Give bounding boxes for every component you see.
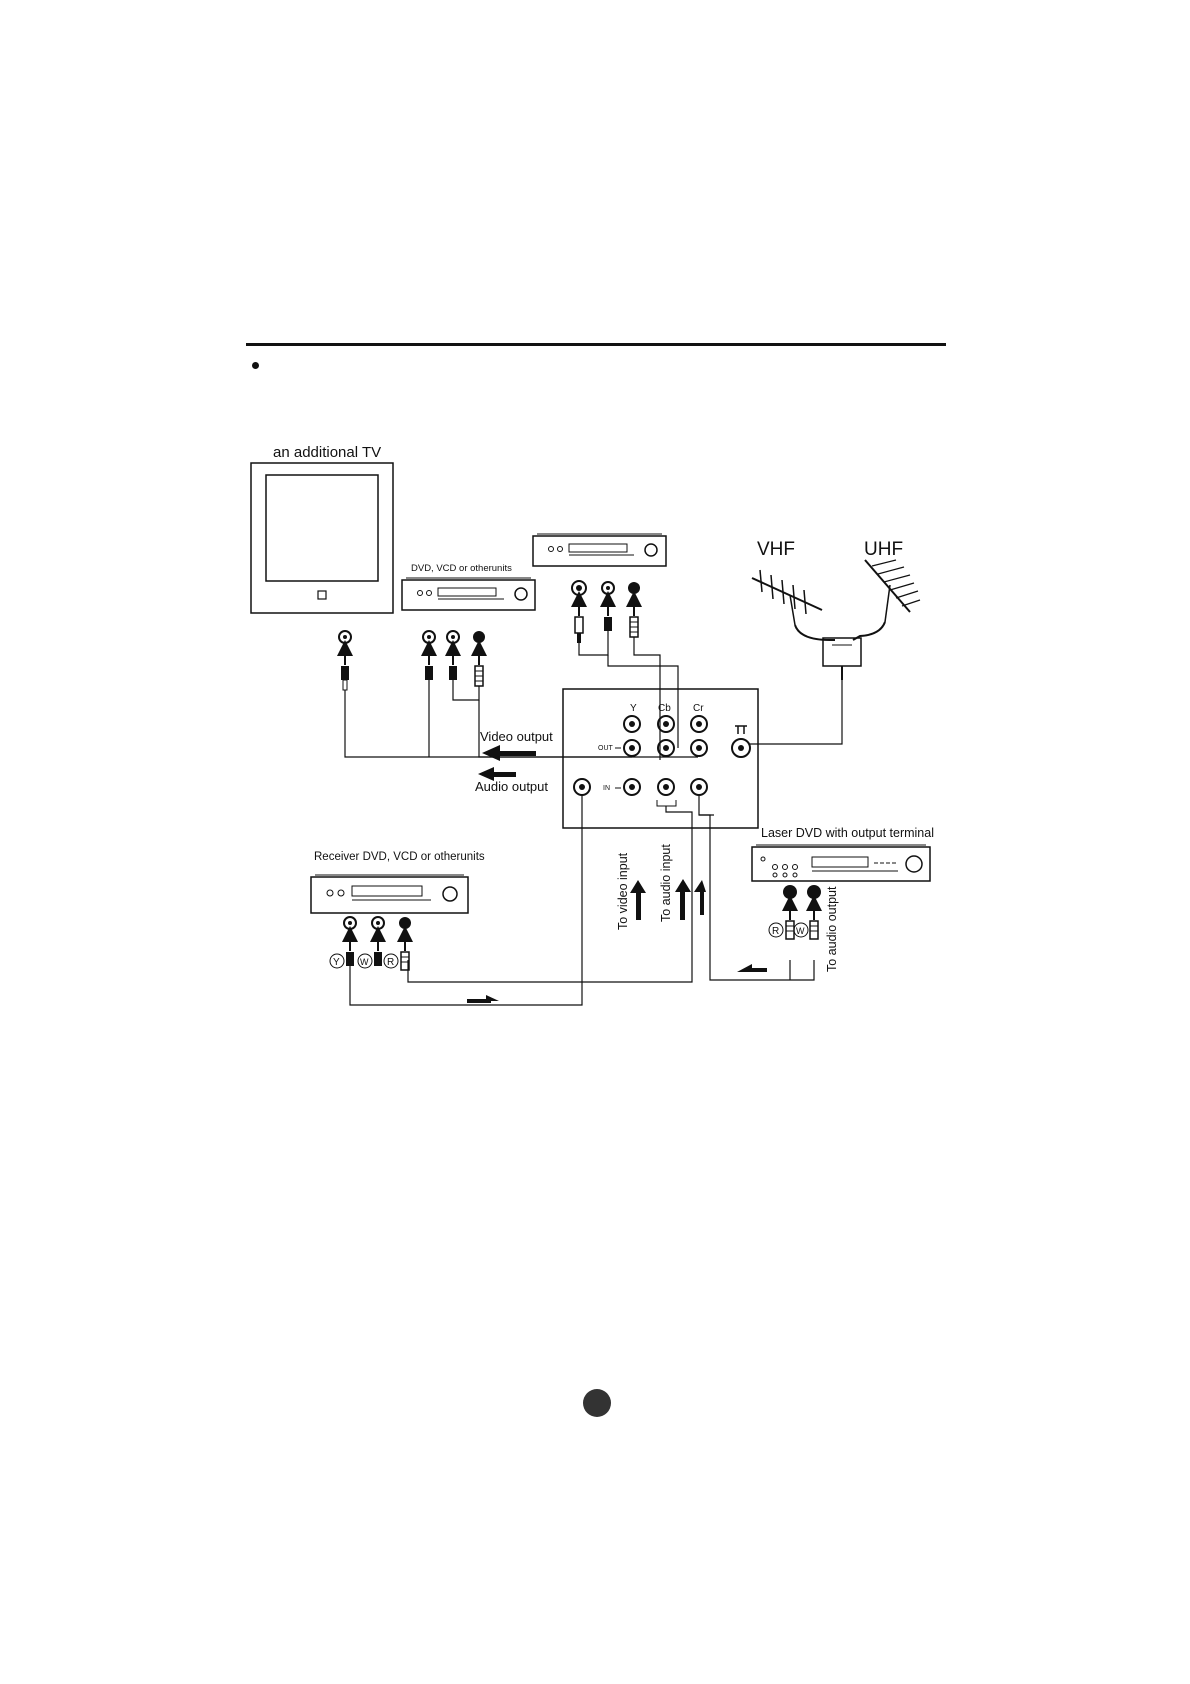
dvd-player-top-left-icon (402, 578, 535, 610)
to-video-input-label: To video input (616, 852, 630, 930)
panel-row-in: IN (603, 785, 610, 792)
video-output-arrow (482, 745, 536, 761)
additional-tv-icon (251, 463, 393, 613)
laser-dvd-label: Laser DVD with output terminal (761, 826, 934, 840)
additional-tv-label: an additional TV (273, 444, 381, 461)
plug-mark-r-left: R (387, 957, 394, 968)
dvd-player-top-center-icon (533, 534, 666, 566)
to-audio-input-arrows (675, 879, 706, 920)
dvd-top-center-jacks (572, 581, 640, 643)
to-video-input-arrow (630, 880, 646, 920)
receiver-dvd-jacks (344, 917, 411, 970)
panel-jacks (574, 716, 750, 806)
uhf-antenna-icon (853, 560, 920, 640)
plug-mark-w-left: W (360, 957, 369, 967)
page-number-badge (583, 1389, 611, 1417)
vhf-label: VHF (757, 539, 795, 560)
plug-mark-r-right: R (772, 926, 779, 937)
uhf-label: UHF (864, 539, 903, 560)
dvd-top-left-jacks (423, 631, 485, 686)
to-audio-input-label: To audio input (659, 844, 673, 922)
tv-video-jack (339, 631, 351, 690)
receiver-dvd-icon (311, 875, 468, 913)
plug-mark-w-right: W (796, 926, 805, 936)
bottom-flow-arrow (467, 995, 499, 1003)
video-output-label: Video output (480, 729, 553, 744)
vhf-antenna-icon (752, 570, 835, 640)
audio-output-label: Audio output (475, 779, 548, 794)
to-audio-output-label: To audio output (825, 886, 839, 972)
panel-row-out: OUT (598, 745, 614, 752)
antenna-combiner-icon (823, 638, 861, 680)
dvd-top-left-label: DVD, VCD or otherunits (411, 563, 512, 574)
panel-col-y: Y (630, 703, 637, 714)
laser-dvd-icon (752, 845, 930, 881)
receiver-dvd-label: Receiver DVD, VCD or otherunits (314, 851, 485, 863)
plug-mark-y-left: Y (333, 957, 340, 968)
left-flow-arrow (737, 964, 767, 972)
connection-cables (345, 631, 842, 1005)
panel-col-cr: Cr (693, 703, 704, 714)
